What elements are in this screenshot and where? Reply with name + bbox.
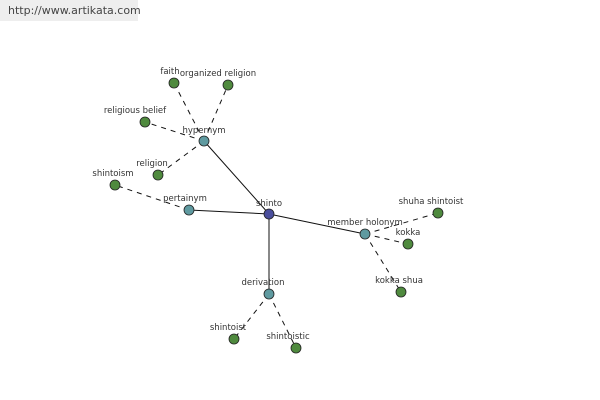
node-label: organized religion [180, 69, 256, 79]
node-label: shinto [256, 199, 282, 209]
node-dot[interactable] [263, 288, 275, 300]
node-label: kokka shua [375, 276, 423, 286]
node-label: shintoist [210, 323, 247, 333]
node-organized-religion[interactable]: organized religion [180, 69, 256, 91]
watermark-text: http://www.artikata.com [8, 4, 141, 17]
edge-hypernym-religious_belief [144, 121, 205, 142]
node-shintoism[interactable]: shintoism [92, 169, 134, 191]
node-derivation[interactable]: derivation [241, 278, 285, 300]
node-dot[interactable] [139, 116, 151, 128]
edge-member_holonym-kokka_shua [364, 233, 402, 293]
node-dot[interactable] [359, 228, 371, 240]
node-dot[interactable] [263, 208, 275, 220]
edge-member_holonym-kokka [364, 233, 409, 245]
node-label: derivation [241, 278, 284, 288]
node-dot[interactable] [432, 207, 444, 219]
node-dot[interactable] [395, 286, 407, 298]
node-shinto[interactable]: shinto [256, 199, 282, 220]
edge-derivation-shintoistic [268, 293, 297, 349]
node-label: shuha shintoist [399, 197, 464, 207]
node-dot[interactable] [228, 333, 240, 345]
edge-hypernym-faith [173, 82, 205, 142]
edge-member_holonym-shuha_shintoist [364, 212, 439, 235]
node-dot[interactable] [402, 238, 414, 250]
node-hypernym[interactable]: hypernym [182, 126, 226, 147]
edge-hypernym-organized_religion [203, 84, 229, 142]
node-label: religious belief [104, 106, 167, 116]
node-shuha-shintoist[interactable]: shuha shintoist [399, 197, 464, 219]
node-dot[interactable] [290, 342, 302, 354]
node-label: religion [136, 159, 168, 169]
node-layer: shinto hypernym pertainym member holonym der… [92, 67, 464, 354]
node-shintoist[interactable]: shintoist [210, 323, 247, 345]
node-label: pertainym [163, 194, 207, 204]
edge-shinto-pertainym [188, 209, 270, 215]
node-dot[interactable] [168, 77, 180, 89]
node-dot[interactable] [109, 179, 121, 191]
node-faith[interactable]: faith [160, 67, 180, 89]
node-shintoistic[interactable]: shintoistic [266, 332, 310, 354]
edge-hypernym-religion [157, 140, 205, 176]
node-member-holonym[interactable]: member holonym [327, 218, 403, 240]
edge-shinto-member_holonym [268, 213, 366, 235]
node-religion[interactable]: religion [136, 159, 168, 181]
node-religious-belief[interactable]: religious belief [104, 106, 167, 128]
node-pertainym[interactable]: pertainym [163, 194, 207, 216]
node-label: shintoism [92, 169, 133, 179]
edge-layer [114, 82, 439, 349]
node-kokka[interactable]: kokka [396, 228, 421, 250]
node-label: member holonym [327, 218, 402, 228]
edge-shinto-hypernym [203, 140, 270, 215]
node-kokka-shua[interactable]: kokka shua [375, 276, 423, 298]
node-dot[interactable] [183, 204, 195, 216]
node-dot[interactable] [152, 169, 164, 181]
edge-pertainym-shintoism [114, 184, 190, 211]
node-label: hypernym [182, 126, 225, 136]
node-label: shintoistic [266, 332, 310, 342]
node-label: faith [160, 67, 179, 77]
node-dot[interactable] [222, 79, 234, 91]
watermark: http://www.artikata.com [0, 0, 141, 21]
node-dot[interactable] [198, 135, 210, 147]
node-label: kokka [396, 228, 421, 238]
